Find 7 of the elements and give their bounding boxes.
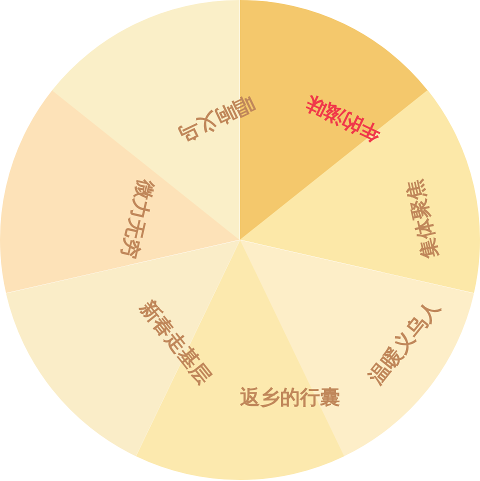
slice-label: 温暖义乌人 <box>364 296 444 388</box>
slice-label: 唱响义乌 <box>176 92 258 147</box>
slice-label: 微力无穷 <box>118 177 158 260</box>
slice-label: 集体聚焦 <box>402 177 442 260</box>
slice-label: 返乡的行囊 <box>240 386 340 408</box>
slice-label: 年的滋味 <box>302 92 384 147</box>
slice-label: 新春走基层 <box>136 296 216 388</box>
